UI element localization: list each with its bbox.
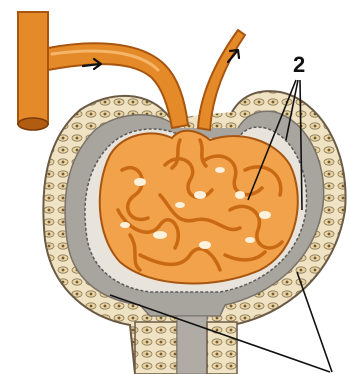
tubule bbox=[135, 316, 237, 374]
afferent-vessel-vertical bbox=[18, 12, 48, 124]
tubule-lumen bbox=[177, 316, 207, 374]
leader-line-1b bbox=[297, 272, 332, 372]
glomerulus bbox=[100, 131, 298, 284]
label-capillaries-number: 2 bbox=[293, 52, 305, 77]
afferent-vessel-opening bbox=[18, 118, 48, 130]
glomerulus-body bbox=[100, 131, 298, 284]
tubule-left-cells bbox=[135, 322, 177, 374]
